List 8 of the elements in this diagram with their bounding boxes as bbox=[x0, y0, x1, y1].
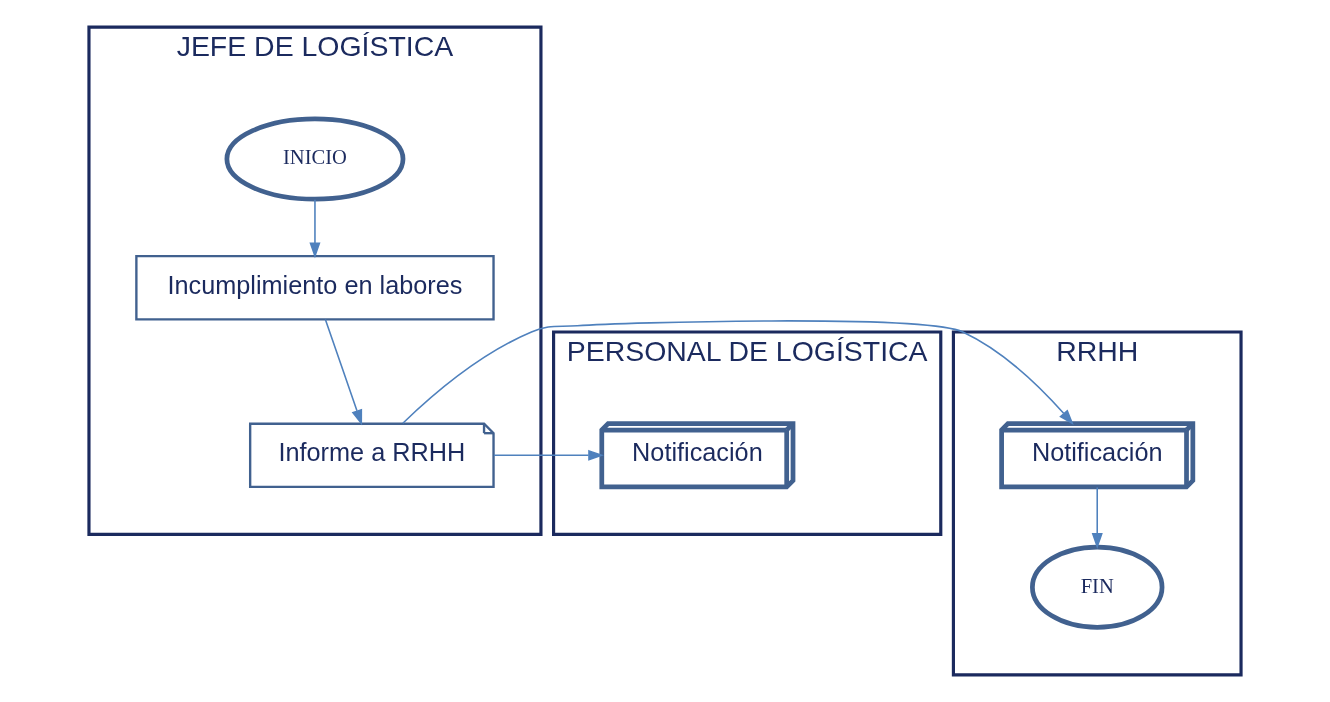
arrow bbox=[1091, 486, 1103, 549]
node-box: Incumplimiento en labores bbox=[135, 255, 495, 321]
arrow bbox=[402, 320, 1074, 425]
arrow bbox=[493, 449, 605, 461]
arrow bbox=[324, 318, 363, 426]
node-ellipse: FIN bbox=[1030, 544, 1165, 630]
node-ellipse: INICIO bbox=[224, 116, 406, 202]
arrow bbox=[309, 198, 321, 259]
